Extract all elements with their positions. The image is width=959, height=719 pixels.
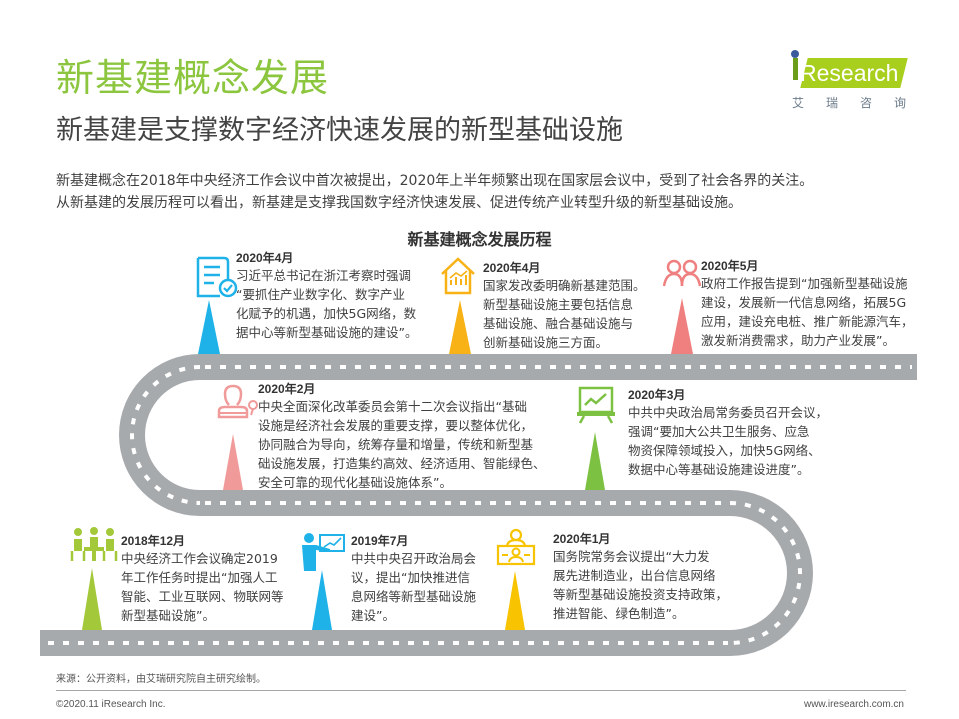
event-date: 2020年3月: [628, 388, 686, 402]
event-line: 习近平总书记在浙江考察时强调: [236, 268, 412, 283]
logo-i-mark: [793, 58, 798, 80]
event-line: 建设，发展新一代信息网络，拓展5G: [701, 295, 907, 310]
event-date: 2020年4月: [483, 261, 541, 275]
event-line: 国务院常务会议提出“大力发: [553, 549, 710, 564]
event-date: 2018年12月: [121, 534, 186, 548]
event-line: “要抓住产业数字化、数字产业: [236, 287, 405, 302]
event-description: 国务院常务会议提出“大力发 展先进制造业，出台信息网络 等新型基础设施投资支持政…: [553, 547, 768, 623]
event-line: 中共中央召开政治局会: [351, 551, 477, 566]
event-line: 设施是经济社会发展的重要支撑，要以整体优化，: [258, 418, 534, 433]
iresearch-logo: Research 艾 瑞 咨 询: [790, 50, 910, 140]
meeting-people-icon: [70, 527, 118, 561]
event-line: 激发新消费需求，助力产业发展”。: [701, 333, 895, 348]
marker-triangle-icon: [198, 300, 220, 354]
document-check-icon: [196, 256, 238, 298]
event-text-2020-04-b: 2020年4月 国家发改委明确新基建范围。 新型基础设施主要包括信息 基础设施、…: [483, 260, 663, 352]
marker-triangle-icon: [82, 568, 102, 630]
event-line: 中央经济工作会议确定2019: [121, 551, 278, 566]
website-url: www.iresearch.com.cn: [803, 699, 904, 710]
event-line: 等新型基础设施投资支持政策，: [553, 587, 729, 602]
event-description: 政府工作报告提到“加强新型基础设施 建设，发展新一代信息网络，拓展5G 应用，建…: [701, 274, 941, 350]
logo-cn-char: 咨: [859, 96, 872, 110]
event-line: 协同融合为导向，统筹存量和增量，传统和新型基: [258, 437, 534, 452]
event-line: 创新基础设施三方面。: [483, 335, 609, 350]
event-line: 基础设施、融合基础设施与: [483, 316, 634, 331]
logo-cn-char: 瑞: [825, 96, 838, 110]
event-line: 物资保障领域投入，加快5G网络、: [628, 443, 821, 458]
marker-triangle-icon: [312, 570, 332, 630]
trend-board-icon: [577, 386, 615, 424]
logo-cn-text: 艾 瑞 咨 询: [792, 94, 906, 111]
event-description: 中共中央召开政治局会 议，提出“加快推进信 息网络等新型基础设施 建设”。: [351, 549, 501, 625]
event-date: 2020年1月: [553, 532, 611, 546]
marker-triangle-icon: [585, 432, 605, 490]
logo-dot-icon: [791, 50, 799, 58]
page-title: 新基建概念发展: [56, 56, 330, 100]
event-description: 国家发改委明确新基建范围。 新型基础设施主要包括信息 基础设施、融合基础设施与 …: [483, 276, 663, 352]
footer-divider: [56, 690, 906, 691]
page-subtitle: 新基建是支撑数字经济快速发展的新型基础设施: [56, 115, 623, 146]
intro-line: 从新基建的发展历程可以看出，新基建是支撑我国数字经济快速发展、促进传统产业转型升…: [56, 195, 742, 211]
event-line: 新型基础设施”。: [121, 608, 215, 623]
presenter-chart-icon: [302, 533, 345, 571]
event-description: 中共中央政治局常务委员召开会议， 强调“要加大公共卫生服务、应急 物资保障领域投…: [628, 403, 868, 479]
stamp-person-icon: [217, 384, 258, 419]
event-line: 新型基础设施主要包括信息: [483, 297, 634, 312]
event-line: 建设”。: [351, 608, 395, 623]
event-line: 应用，建设充电桩、推广新能源汽车，: [701, 314, 914, 329]
marker-triangle-icon: [505, 571, 525, 630]
event-text-2019-07: 2019年7月 中共中央召开政治局会 议，提出“加快推进信 息网络等新型基础设施…: [351, 533, 501, 625]
event-line: 数据中心等基础设施建设进度”。: [628, 462, 810, 477]
marker-triangle-icon: [671, 298, 693, 354]
event-text-2018-12: 2018年12月 中央经济工作会议确定2019 年工作任务时提出“加强人工 智能…: [121, 533, 306, 625]
event-line: 年工作任务时提出“加强人工: [121, 570, 278, 585]
event-description: 习近平总书记在浙江考察时强调 “要抓住产业数字化、数字产业 化赋予的机遇，加快5…: [236, 266, 451, 342]
event-line: 中共中央政治局常务委员召开会议，: [628, 405, 829, 420]
event-date: 2020年5月: [701, 259, 759, 273]
event-line: 议，提出“加快推进信: [351, 570, 470, 585]
diagram-title: 新基建概念发展历程: [407, 230, 552, 249]
event-description: 中央经济工作会议确定2019 年工作任务时提出“加强人工 智能、工业互联网、物联…: [121, 549, 306, 625]
event-line: 安全可靠的现代化基础设施体系”。: [258, 475, 452, 490]
event-line: 推进智能、绿色制造”。: [553, 606, 685, 621]
event-text-2020-05: 2020年5月 政府工作报告提到“加强新型基础设施 建设，发展新一代信息网络，拓…: [701, 258, 941, 350]
source-note: 来源：公开资料，由艾瑞研究院自主研究绘制。: [56, 674, 266, 685]
event-text-2020-01: 2020年1月 国务院常务会议提出“大力发 展先进制造业，出台信息网络 等新型基…: [553, 531, 768, 623]
event-line: 据中心等新型基础设施的建设”。: [236, 325, 418, 340]
house-chart-icon: [441, 257, 475, 295]
event-line: 息网络等新型基础设施: [351, 589, 477, 604]
event-line: 智能、工业互联网、物联网等: [121, 589, 284, 604]
event-line: 础设施发展，打造集约高效、经济适用、智能绿色、: [258, 456, 546, 471]
marker-triangle-icon: [449, 300, 471, 354]
marker-triangle-icon: [223, 434, 243, 490]
intro-paragraph: 新基建概念在2018年中央经济工作会议中首次被提出，2020年上半年频繁出现在国…: [56, 170, 936, 214]
logo-cn-char: 艾: [792, 96, 805, 110]
event-line: 化赋予的机遇，加快5G网络，数: [236, 306, 417, 321]
event-text-2020-04-a: 2020年4月 习近平总书记在浙江考察时强调 “要抓住产业数字化、数字产业 化赋…: [236, 250, 451, 342]
event-line: 展先进制造业，出台信息网络: [553, 568, 716, 583]
logo-cn-char: 询: [893, 96, 906, 110]
event-line: 国家发改委明确新基建范围。: [483, 278, 646, 293]
video-conference-icon: [496, 528, 536, 566]
intro-line: 新基建概念在2018年中央经济工作会议中首次被提出，2020年上半年频繁出现在国…: [56, 173, 814, 189]
event-line: 中央全面深化改革委员会第十二次会议指出“基础: [258, 399, 527, 414]
people-group-icon: [662, 259, 702, 287]
event-description: 中央全面深化改革委员会第十二次会议指出“基础 设施是经济社会发展的重要支撑，要以…: [258, 397, 578, 492]
event-date: 2019年7月: [351, 534, 409, 548]
copyright: ©2020.11 iResearch Inc.: [56, 699, 166, 710]
logo-brand-text: Research: [800, 60, 899, 86]
event-line: 强调“要加大公共卫生服务、应急: [628, 424, 810, 439]
event-date: 2020年4月: [236, 251, 294, 265]
event-date: 2020年2月: [258, 382, 316, 396]
event-text-2020-03: 2020年3月 中共中央政治局常务委员召开会议， 强调“要加大公共卫生服务、应急…: [628, 387, 868, 479]
event-line: 政府工作报告提到“加强新型基础设施: [701, 276, 908, 291]
event-text-2020-02: 2020年2月 中央全面深化改革委员会第十二次会议指出“基础 设施是经济社会发展…: [258, 381, 578, 492]
